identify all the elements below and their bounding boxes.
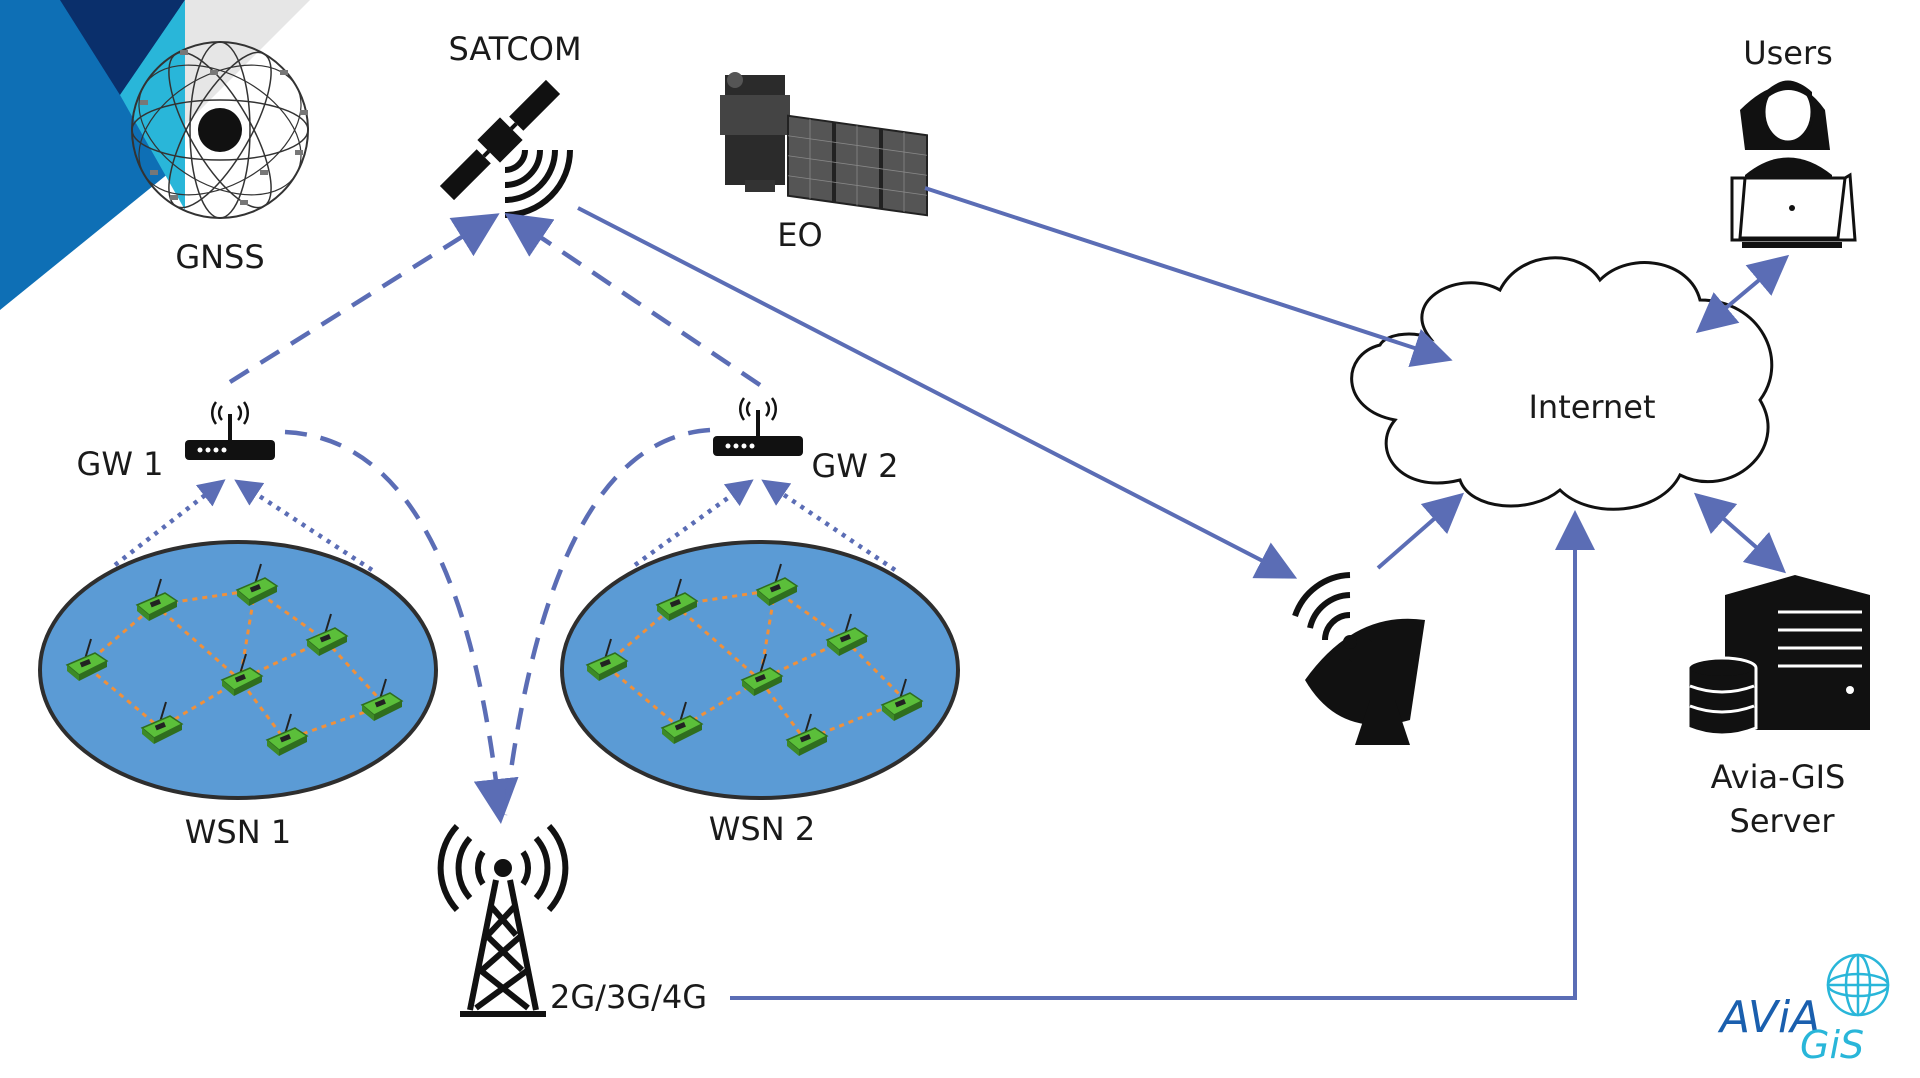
- gw1-label: GW 1: [77, 445, 164, 483]
- satellite-icon: [439, 79, 561, 201]
- users-internet-link: [1695, 254, 1790, 334]
- wsn2-to-gw2-link-a: [633, 479, 754, 567]
- eo-label: EO: [777, 216, 822, 254]
- wsn1-to-gw1-link-a: [113, 479, 226, 567]
- router-icon: [711, 396, 805, 458]
- eo-to-internet-link: [924, 186, 1453, 368]
- wsn1-to-gw1-link-b: [234, 479, 374, 572]
- gw1-to-satcom-link: [228, 213, 500, 384]
- users-label: Users: [1743, 34, 1833, 72]
- internet-server-link: [1693, 492, 1787, 574]
- logo-text-line1: AViA: [1717, 992, 1820, 1043]
- corner-decoration: [0, 0, 310, 310]
- wsn2-to-gw2-link-b: [761, 479, 897, 572]
- wsn1-label: WSN 1: [185, 813, 291, 851]
- avia-gis-logo: AViA GiS: [1717, 953, 1890, 1067]
- wsn2-label: WSN 2: [709, 810, 815, 848]
- cellular-label: 2G/3G/4G: [550, 978, 707, 1016]
- server-label-line1: Avia-GIS: [1711, 758, 1846, 796]
- globe-constellation-icon: [131, 41, 309, 219]
- server-label-line2: Server: [1730, 802, 1836, 840]
- gw2-label: GW 2: [812, 447, 899, 485]
- cell-tower-icon: [437, 823, 569, 1017]
- wsn1-cluster: [38, 540, 438, 800]
- cloud-icon: [1350, 256, 1774, 511]
- dish-to-internet-link: [1376, 492, 1465, 570]
- user-laptop-icon: [1730, 80, 1857, 248]
- logo-text-line2: GiS: [1800, 1023, 1864, 1067]
- gw2-to-tower-link: [502, 427, 711, 816]
- satcom-label: SATCOM: [448, 30, 581, 68]
- satellite-dish-icon: [1292, 572, 1425, 745]
- server-database-icon: [1686, 575, 1870, 737]
- internet-label: Internet: [1528, 388, 1655, 426]
- tower-to-internet-link: [730, 510, 1595, 1000]
- router-icon: [183, 400, 277, 462]
- gw2-to-satcom-link: [504, 212, 762, 387]
- eo-satellite-icon: [720, 72, 928, 217]
- gnss-label: GNSS: [175, 238, 264, 276]
- satellite-signal-waves: [504, 149, 573, 218]
- wsn2-cluster: [560, 540, 960, 800]
- gw1-to-tower-link: [284, 429, 519, 824]
- satcom-to-dish-link: [577, 206, 1298, 579]
